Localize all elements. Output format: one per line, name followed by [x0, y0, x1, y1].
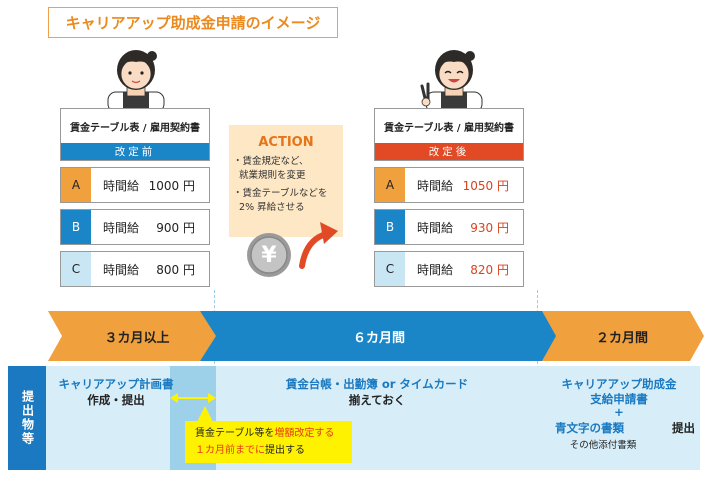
row-value: 900 円 [156, 220, 195, 235]
note-emph: 増額改定する [274, 428, 335, 439]
doc-blue-docs: 青文字の書類 [555, 421, 624, 435]
note-emph: １カ月前までに [195, 445, 265, 456]
before-label: 改定前 [61, 143, 209, 160]
doc-application: キャリアアップ助成金 [561, 377, 677, 391]
doc-plan-action: 作成・提出 [87, 393, 145, 407]
doc-ledger-action: 揃えておく [348, 393, 406, 407]
after-row-b: B 時間給 930 円 [374, 209, 524, 245]
double-arrow-icon [170, 393, 216, 403]
note-text: 提出する [265, 445, 305, 456]
doc-attachments: その他添付書類 [569, 440, 637, 451]
row-letter: C [61, 252, 91, 286]
timeline-label-1: ３カ月以上 [104, 330, 170, 346]
doc-blue-docs-row: 青文字の書類 提出 [555, 420, 695, 436]
before-row-c: C 時間給 800 円 [60, 251, 210, 287]
doc-submit: 提出 [672, 421, 695, 435]
row-label: 時間給 [103, 262, 140, 277]
row-letter: B [61, 210, 91, 244]
before-row-b: B 時間給 900 円 [60, 209, 210, 245]
action-box: ACTION ・賃金規定など、 就業規則を変更 ・賃金テーブルなどを 2% 昇給… [229, 125, 343, 237]
row-value: 1050 円 [462, 178, 509, 193]
person-after-icon [420, 50, 483, 112]
panel-left [46, 366, 170, 470]
person-before-icon [107, 50, 165, 112]
before-card: 賃金テーブル表 / 雇用契約書 改定前 [60, 108, 210, 161]
timeline-arrow [48, 311, 704, 361]
action-item: ・賃金テーブルなどを 2% 昇給させる [233, 188, 328, 213]
after-label: 改定後 [375, 143, 523, 160]
note-text: 賃金テーブル等を [195, 428, 275, 439]
doc-ledger: 賃金台帳・出勤簿 or タイムカード [285, 377, 469, 391]
note-pointer [197, 406, 213, 422]
row-label: 時間給 [417, 178, 454, 193]
before-card-title: 賃金テーブル表 / 雇用契約書 [69, 122, 200, 134]
action-item: ・賃金規定など、 就業規則を変更 [233, 156, 309, 181]
row-letter: A [375, 168, 405, 202]
sidebar-text: 提出物等 [20, 390, 35, 446]
row-value: 820 円 [470, 262, 509, 277]
doc-application-2: 支給申請書 [590, 392, 648, 406]
row-letter: B [375, 210, 405, 244]
row-label: 時間給 [417, 220, 454, 235]
before-row-a: A 時間給 1000 円 [60, 167, 210, 203]
sidebar-label: 提出物等 [8, 366, 46, 470]
row-value: 800 円 [156, 262, 195, 277]
row-label: 時間給 [417, 262, 454, 277]
action-title: ACTION [258, 135, 314, 150]
after-row-a: A 時間給 1050 円 [374, 167, 524, 203]
doc-plan: キャリアアップ計画書 [58, 377, 174, 391]
yen-coin-icon [247, 233, 291, 277]
row-label: 時間給 [103, 178, 140, 193]
timeline-label-3: ２カ月間 [595, 330, 648, 346]
note-box: 賃金テーブル等を増額改定する １カ月前までに提出する [185, 421, 352, 463]
row-value: 930 円 [470, 220, 509, 235]
doc-plus: + [614, 405, 624, 419]
row-letter: C [375, 252, 405, 286]
arrow-up-right-icon [299, 222, 338, 269]
after-card-title: 賃金テーブル表 / 雇用契約書 [383, 122, 514, 134]
page-title: キャリアアップ助成金申請のイメージ [48, 7, 338, 38]
yen-symbol: ¥ [261, 242, 277, 268]
after-row-c: C 時間給 820 円 [374, 251, 524, 287]
timeline-label-2: ６カ月間 [352, 330, 405, 346]
after-card: 賃金テーブル表 / 雇用契約書 改定後 [374, 108, 524, 161]
row-label: 時間給 [103, 220, 140, 235]
row-letter: A [61, 168, 91, 202]
row-value: 1000 円 [148, 178, 195, 193]
